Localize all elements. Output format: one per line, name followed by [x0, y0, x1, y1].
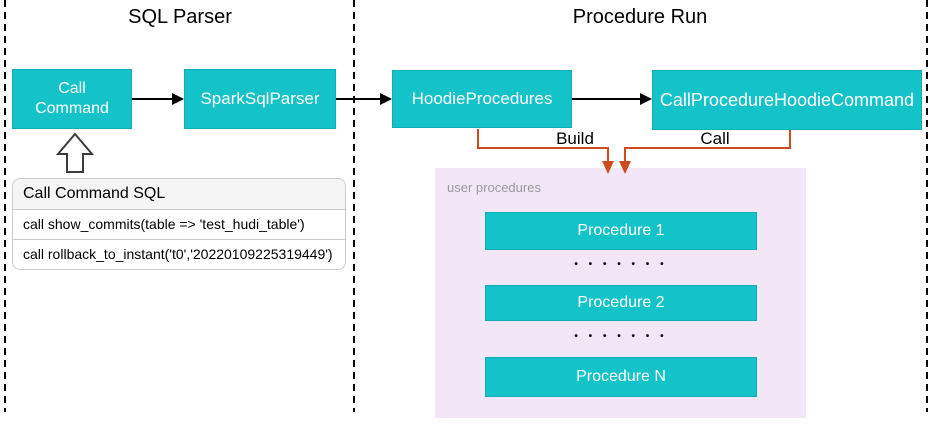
node-spark-sql-parser: SparkSqlParser [184, 69, 336, 129]
ellipsis-dots: • • • • • • • [574, 259, 668, 270]
node-call-procedure-hoodie-command: CallProcedureHoodieCommand [652, 70, 922, 130]
node-call-command: Call Command [12, 69, 132, 129]
call-command-sql-panel: Call Command SQL call show_commits(table… [12, 178, 346, 270]
arrow-callcommand-to-sparksqlparser [132, 93, 184, 105]
ellipsis-dots: • • • • • • • [574, 331, 668, 342]
sql-example-rollback-to-instant: call rollback_to_instant('t0','202201092… [13, 239, 345, 269]
sql-example-show-commits: call show_commits(table => 'test_hudi_ta… [13, 210, 345, 239]
node-hoodie-procedures: HoodieProcedures [392, 70, 572, 128]
arrow-sparksqlparser-to-hoodieprocedures [336, 93, 392, 105]
user-procedures-label: user procedures [447, 180, 541, 195]
arrow-hoodieprocedures-to-callprocedurehoodiecommand [572, 93, 652, 105]
edge-label-call: Call [700, 129, 730, 148]
node-procedure-1: Procedure 1 [485, 212, 757, 250]
sql-panel-title: Call Command SQL [13, 179, 345, 210]
up-arrow-icon [55, 132, 95, 173]
node-procedure-2: Procedure 2 [485, 285, 757, 321]
edge-label-build: Build [556, 129, 594, 148]
section-title-sql-parser: SQL Parser [128, 6, 232, 28]
section-title-procedure-run: Procedure Run [572, 6, 708, 28]
user-procedures-panel: user procedures Procedure 1 • • • • • • … [435, 168, 806, 418]
node-procedure-n: Procedure N [485, 357, 757, 397]
